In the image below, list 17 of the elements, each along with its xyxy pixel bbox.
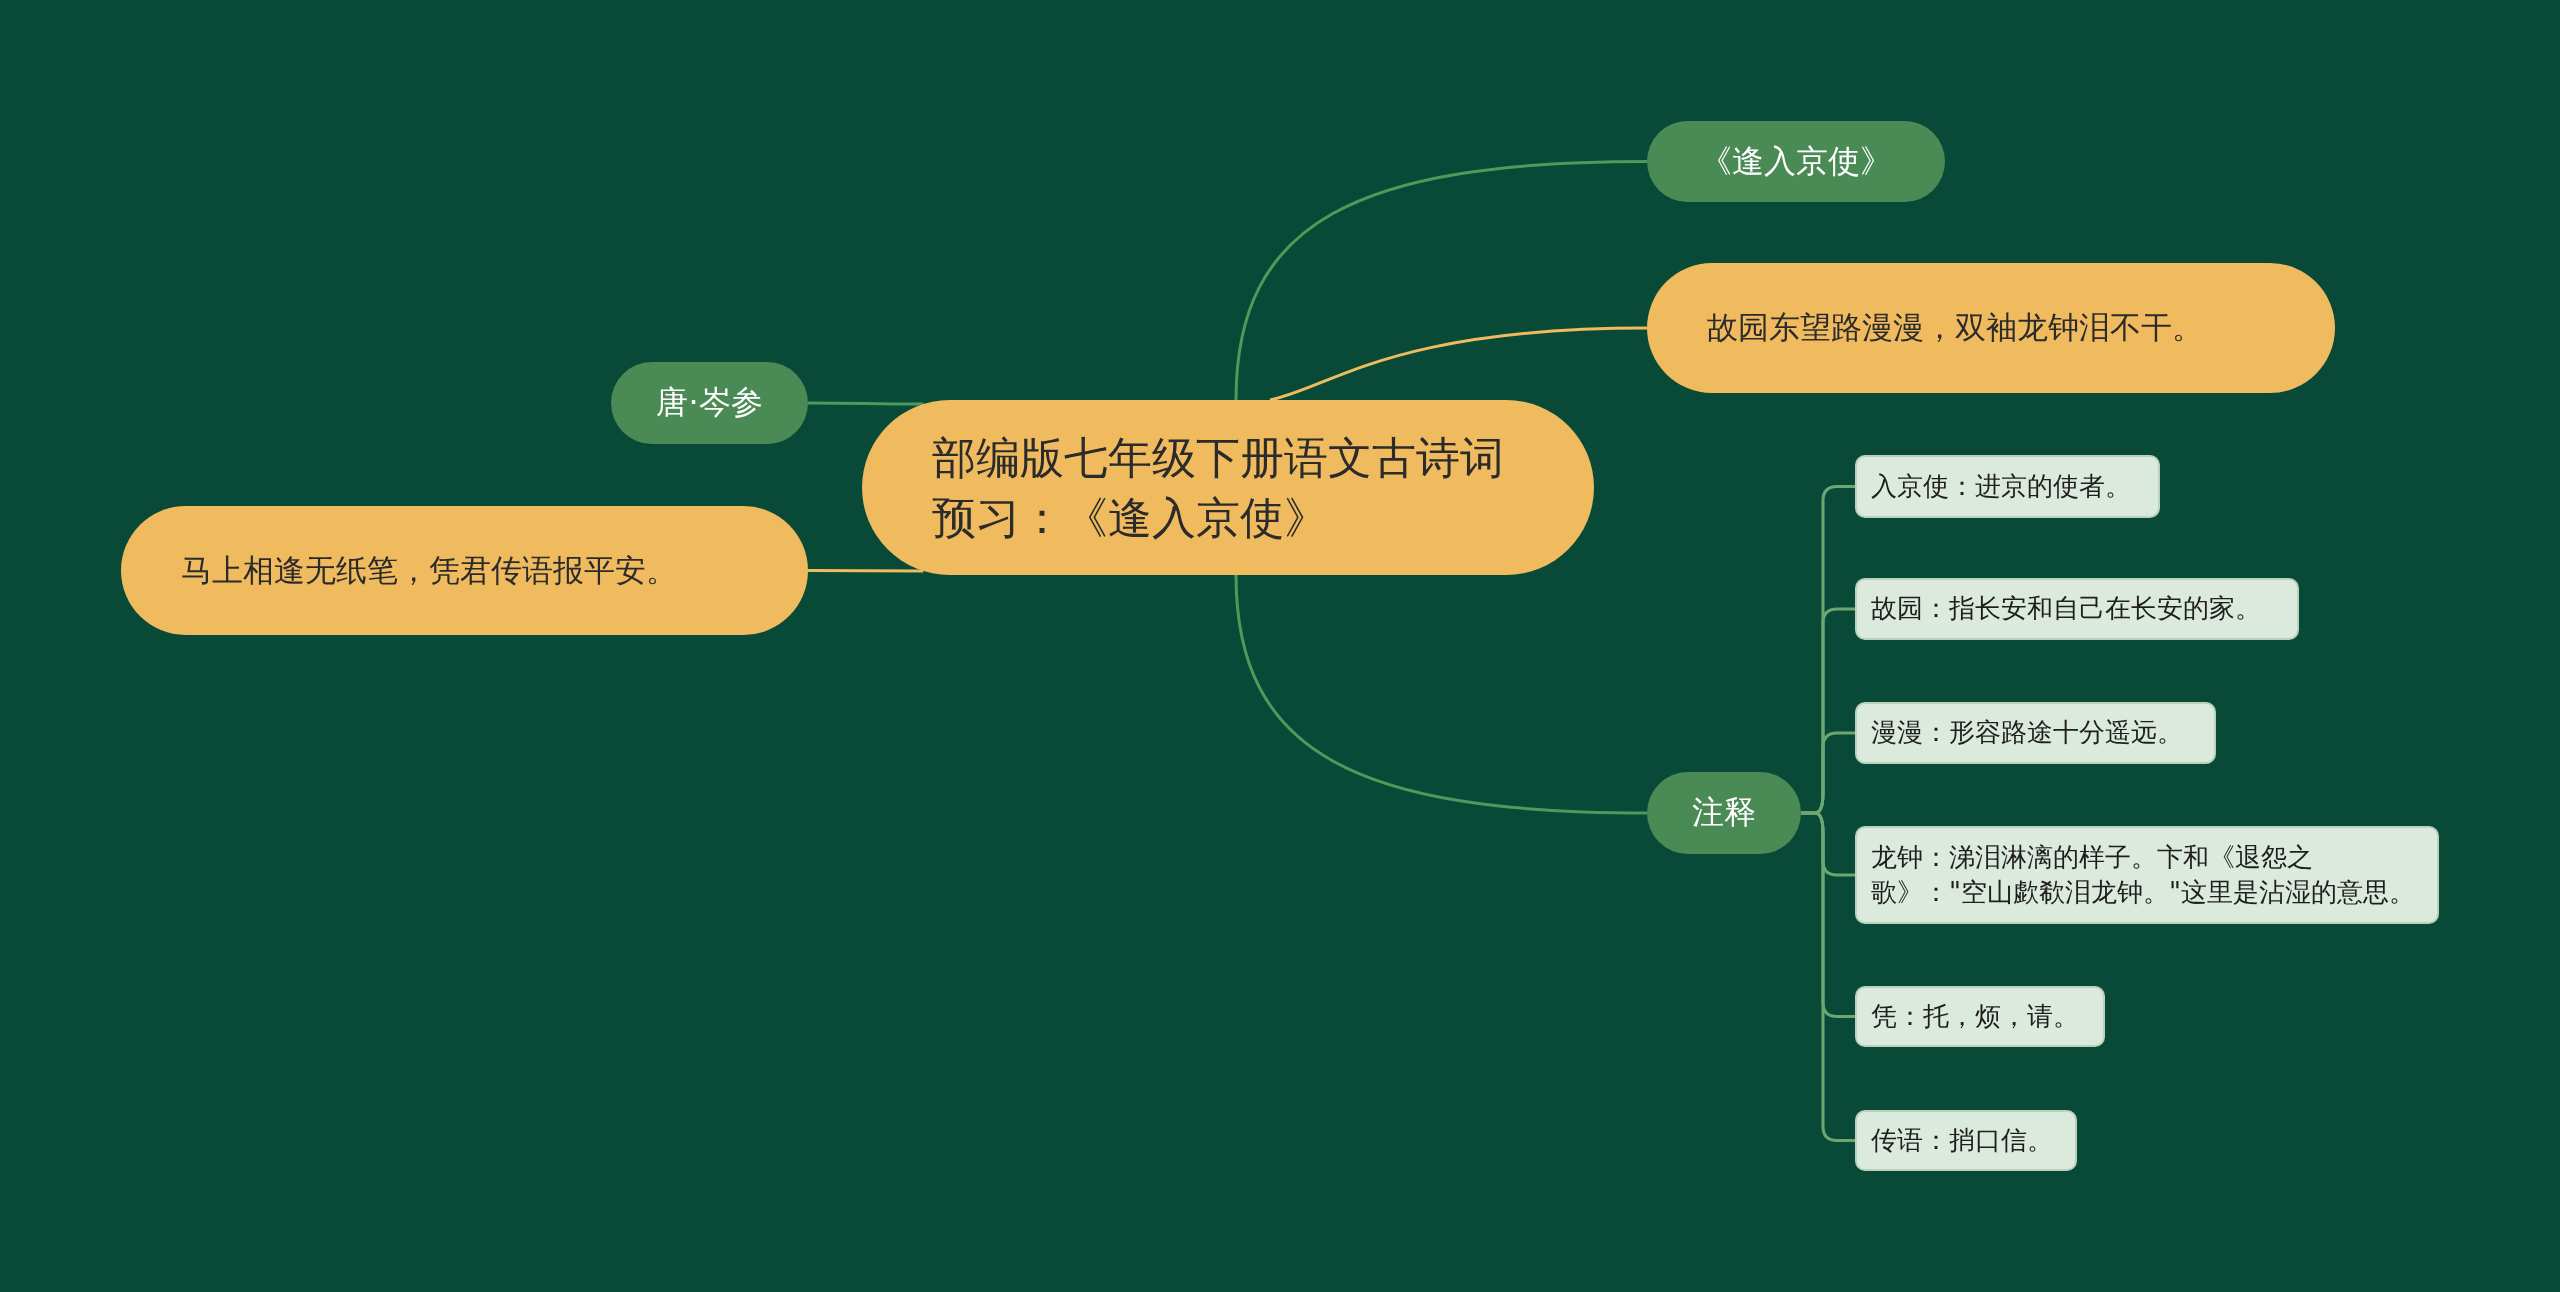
topic-node: 注释 bbox=[1647, 772, 1801, 854]
note-box: 漫漫：形容路途十分遥远。 bbox=[1855, 702, 2216, 764]
connector-line bbox=[1269, 326, 1648, 402]
note-box: 入京使：进京的使者。 bbox=[1855, 455, 2160, 518]
connector-line bbox=[808, 569, 924, 573]
topic-node: 《逢入京使》 bbox=[1647, 121, 1945, 202]
connector-line bbox=[1234, 574, 1648, 815]
connector-line bbox=[808, 401, 924, 406]
connector-line bbox=[1234, 160, 1648, 401]
topic-node: 马上相逢无纸笔，凭君传语报平安。 bbox=[121, 506, 808, 635]
note-box: 故园：指长安和自己在长安的家。 bbox=[1855, 578, 2299, 640]
note-box: 龙钟：涕泪淋漓的样子。卞和《退怨之歌》："空山歔欷泪龙钟。"这里是沾湿的意思。 bbox=[1855, 826, 2439, 924]
topic-node: 故园东望路漫漫，双袖龙钟泪不干。 bbox=[1647, 263, 2335, 393]
topic-node: 唐·岑参 bbox=[611, 362, 808, 444]
note-box: 传语：捎口信。 bbox=[1855, 1110, 2077, 1171]
central-topic: 部编版七年级下册语文古诗词预习：《逢入京使》 bbox=[862, 400, 1594, 575]
note-box: 凭：托，烦，请。 bbox=[1855, 986, 2105, 1047]
